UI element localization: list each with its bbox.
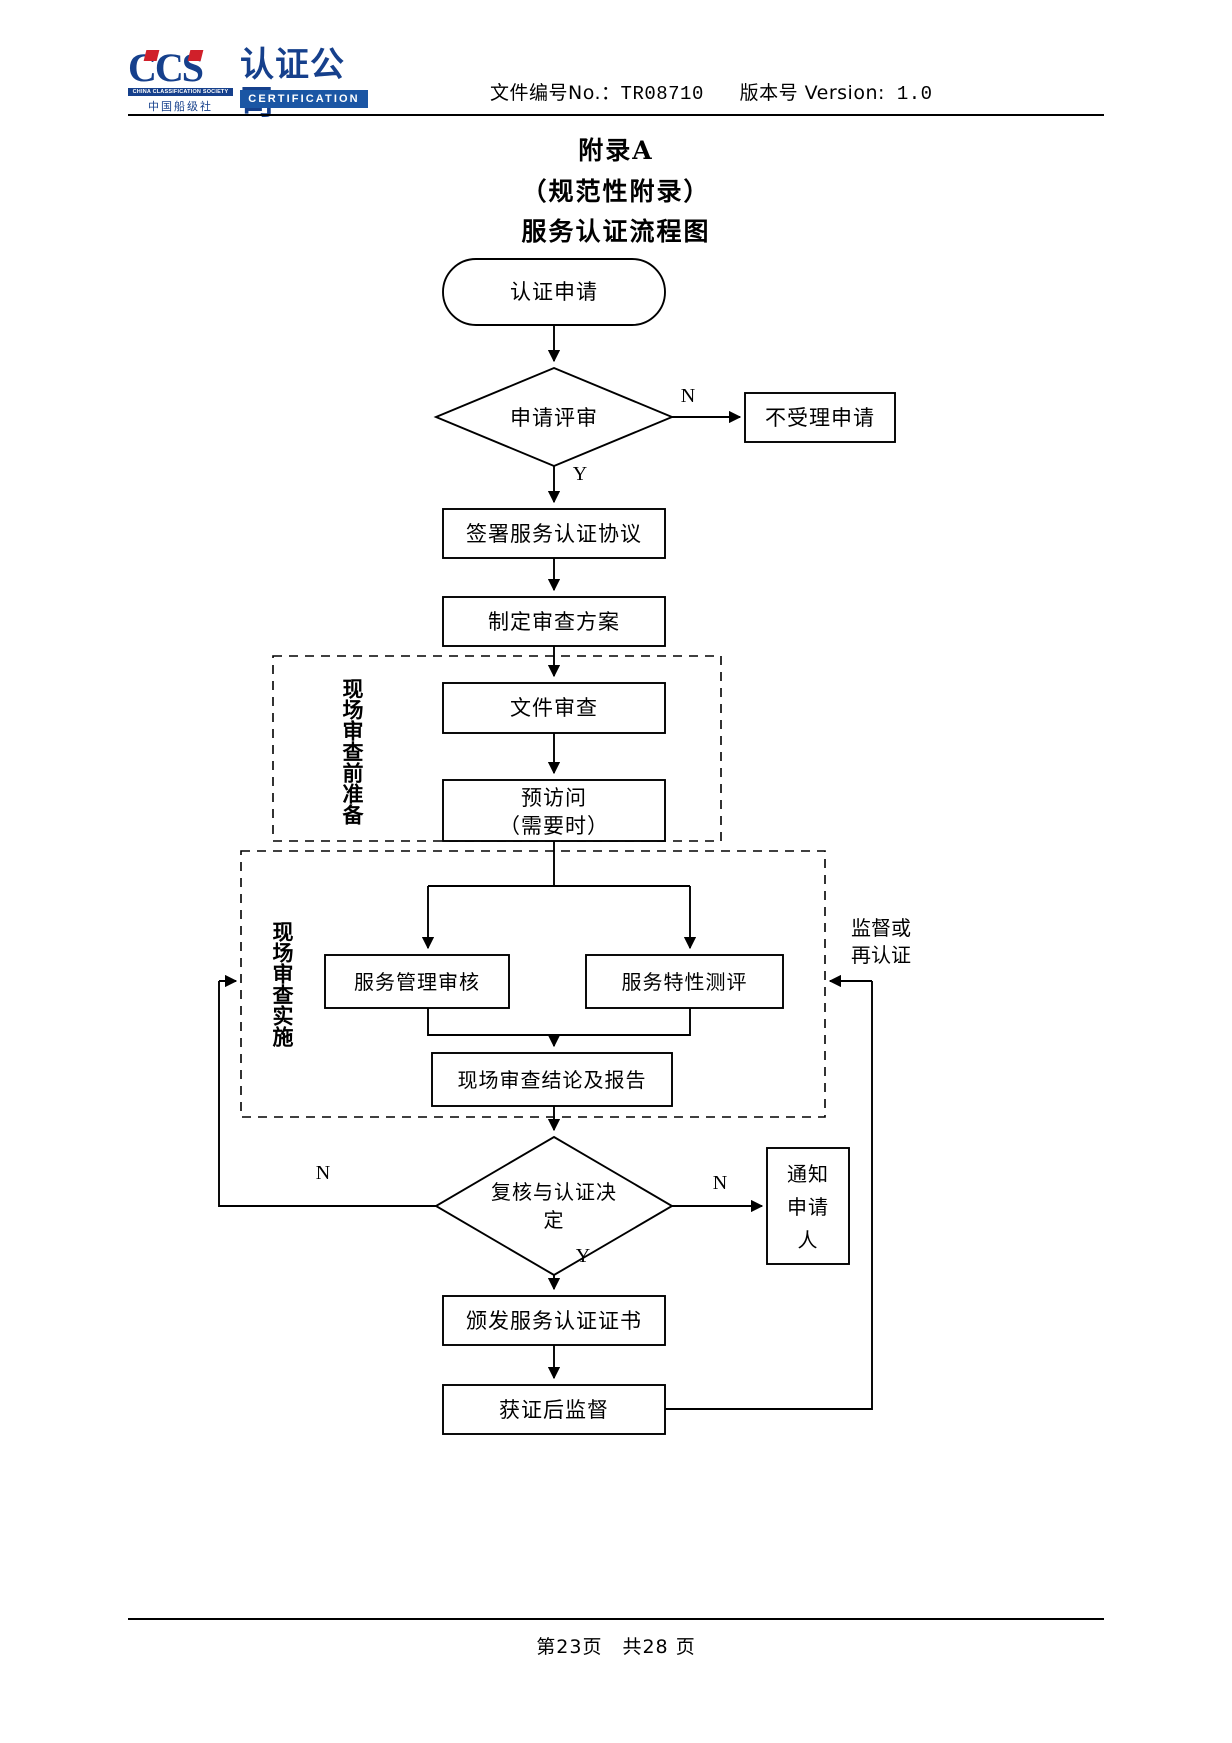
header-divider [128, 114, 1104, 116]
node-review-shape [433, 366, 675, 468]
node-charaeval-shape [585, 954, 784, 1009]
logo-certification-text: CERTIFICATION [248, 93, 360, 105]
side-note-surveillance: 监督或 再认证 [851, 916, 911, 967]
node-previsit-shape [442, 779, 666, 842]
edge-decision-loopback [218, 981, 436, 1207]
header-document-info: 文件编号No.：TR08710 版本号 Version: 1.0 [490, 78, 933, 105]
flowchart-title: 服务认证流程图 [521, 217, 711, 246]
edge-label-decision-yes: Y [575, 1245, 591, 1267]
edge-label-review-no: N [680, 385, 696, 407]
group-prep-label: 现场审查前准备 [340, 678, 364, 825]
edge-merge-left [427, 1008, 554, 1036]
doc-number-value: TR08710 [620, 83, 704, 105]
edge-label-review-yes: Y [572, 463, 588, 485]
footer-divider [128, 1618, 1104, 1620]
node-notify-shape [766, 1147, 850, 1265]
node-reject-shape [744, 392, 896, 443]
logo-chinese-subtitle: 中国船级社 [148, 100, 213, 113]
version-value: 1.0 [896, 83, 933, 105]
logo-certification-bar: CERTIFICATION [240, 90, 368, 108]
node-docreview-shape [442, 682, 666, 734]
node-start-shape [442, 258, 666, 326]
page-header: CCS CHINA CLASSIFICATION SOCIETY 中国船级社 认… [0, 0, 1232, 122]
node-decision-shape [434, 1135, 674, 1277]
edge-merge-right [554, 1008, 691, 1036]
doc-number-label: 文件编号No.： [490, 82, 621, 104]
group-exec-label: 现场审查实施 [270, 921, 294, 1047]
edge-label-decision-no-left: N [315, 1162, 331, 1184]
edge-label-decision-no-right: N [712, 1172, 728, 1194]
page-number: 第23页 共28 页 [536, 1636, 696, 1658]
logo-english-subtitle: CHINA CLASSIFICATION SOCIETY [128, 88, 233, 96]
node-plan-shape [442, 596, 666, 647]
appendix-subtitle: （规范性附录） [521, 177, 711, 206]
node-sign-shape [442, 508, 666, 559]
node-issuecert-shape [442, 1295, 666, 1346]
group-exec-boundary [240, 850, 826, 1118]
node-sitereport-shape [431, 1052, 673, 1107]
edge-surveil-recert [665, 981, 873, 1410]
node-surveil-shape [442, 1384, 666, 1435]
version-label: 版本号 Version: [739, 82, 885, 104]
appendix-title: 附录A [578, 136, 654, 165]
node-mgmtaudit-shape [324, 954, 510, 1009]
